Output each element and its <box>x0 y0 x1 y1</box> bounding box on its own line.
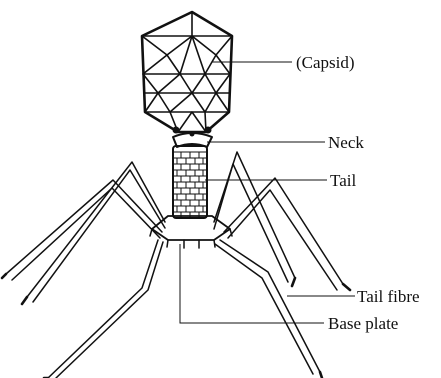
tail-sheath-subunits <box>177 152 203 218</box>
tail-fibre-mid-right <box>215 240 320 374</box>
label-capsid: (Capsid) <box>296 53 355 72</box>
labels: (Capsid) Neck Tail Tail fibre Base plate <box>296 53 420 333</box>
tail-fibre-mid-left <box>48 240 163 378</box>
tail-fibre-tips <box>2 274 350 378</box>
label-neck: Neck <box>328 133 364 152</box>
tail-fibres <box>6 152 343 378</box>
capsid-outline <box>142 12 232 132</box>
tail-fibre-left <box>6 180 162 280</box>
tail-sheath <box>173 146 207 218</box>
capsid <box>142 12 232 137</box>
leader-base-plate <box>180 244 324 323</box>
label-tail: Tail <box>330 171 356 190</box>
label-base-plate: Base plate <box>328 314 398 333</box>
label-tail-fibre: Tail fibre <box>357 287 420 306</box>
